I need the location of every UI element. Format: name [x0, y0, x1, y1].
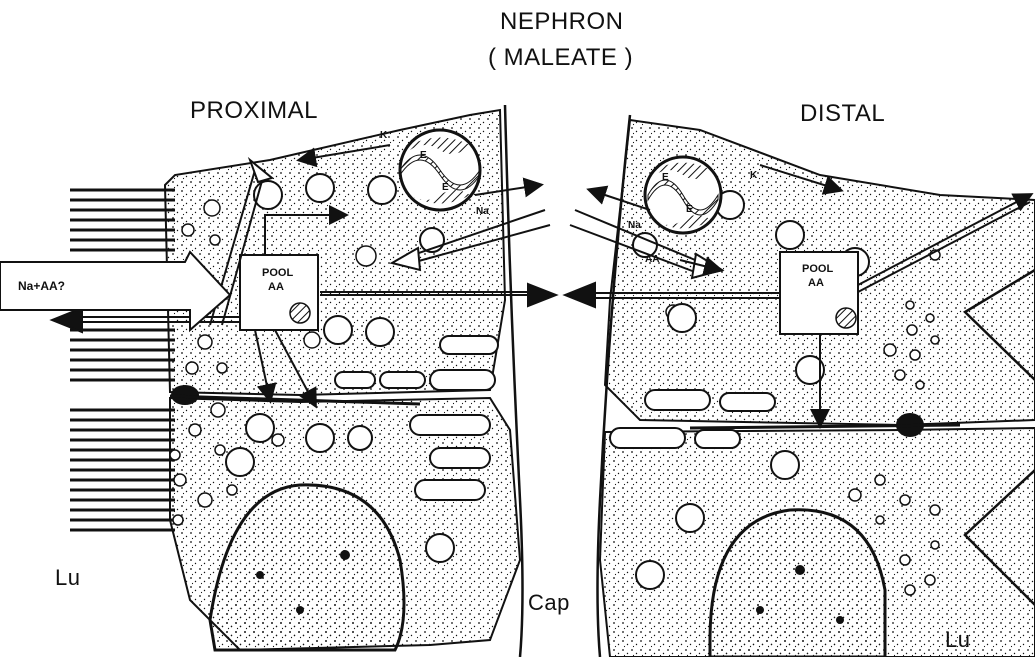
distal-heading: DISTAL — [800, 100, 885, 128]
distal-enzyme-label-2: E — [686, 204, 693, 215]
proximal-pool-label-1: POOL — [262, 267, 293, 279]
proximal-heading: PROXIMAL — [190, 97, 318, 125]
title-line-2: ( MALEATE ) — [488, 44, 633, 72]
proximal-enzyme-complex — [400, 130, 480, 210]
proximal-enzyme-label-1: E — [420, 150, 427, 161]
proximal-k-label: K — [380, 130, 388, 141]
distal-na-label: Na — [628, 220, 641, 231]
distal-enzyme-label-1: E — [662, 172, 669, 183]
lumen-left-label: Lu — [55, 565, 80, 591]
distal-enzyme-complex — [645, 157, 721, 233]
proximal-entry-label: Na+AA? — [18, 279, 65, 293]
distal-k-label: K — [750, 170, 758, 181]
capillary-label: Cap — [528, 590, 570, 616]
proximal-cell — [0, 110, 556, 650]
proximal-enzyme-label-2: E — [442, 182, 449, 193]
distal-cell — [565, 120, 1035, 657]
distal-pool-label-2: AA — [808, 277, 824, 289]
proximal-brush-border — [70, 190, 175, 530]
distal-aa-label: AA — [645, 254, 659, 265]
title-line-1: NEPHRON — [500, 8, 624, 36]
proximal-na-label: Na — [476, 206, 489, 217]
distal-pool-label-1: POOL — [802, 263, 833, 275]
proximal-pool-label-2: AA — [268, 281, 284, 293]
lumen-right-label: Lu — [945, 627, 970, 653]
